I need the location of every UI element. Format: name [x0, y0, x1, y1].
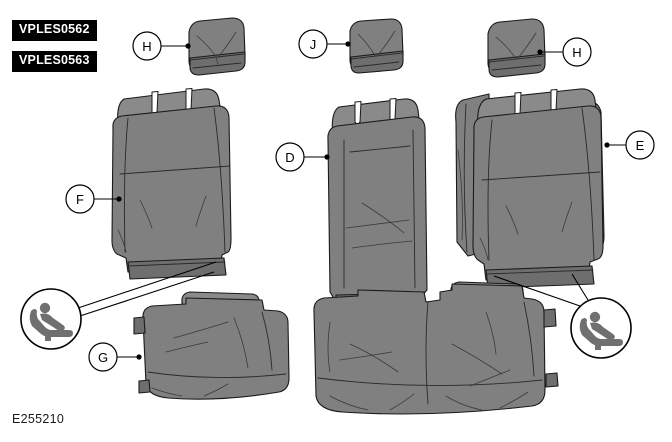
callout-bubble[interactable] — [88, 342, 118, 372]
figure-reference-code: E255210 — [12, 412, 65, 426]
part-number-badge-vples0563: VPLES0563 — [12, 51, 97, 72]
part-head-restraint-cover-right — [487, 18, 546, 78]
child-seat-icon-right — [570, 297, 632, 359]
part-head-restraint-cover-center — [349, 18, 404, 74]
callout-letter: J — [310, 37, 317, 52]
callout-d[interactable]: D — [275, 142, 330, 172]
callout-bubble[interactable] — [65, 184, 95, 214]
callout-bubble[interactable] — [275, 142, 305, 172]
callout-anchor-dot — [185, 43, 191, 49]
part-seat-back-cover-left — [111, 88, 232, 280]
part-number-badge-vples0562: VPLES0562 — [12, 20, 97, 41]
child-seat-pictogram — [579, 311, 623, 350]
leader-lines-child-seat-right — [493, 273, 589, 307]
callout-bubble[interactable] — [132, 31, 162, 61]
callout-j[interactable]: J — [298, 29, 351, 59]
callout-anchor-dot — [116, 196, 122, 202]
callout-bubble[interactable] — [562, 37, 592, 67]
callout-letter: H — [572, 45, 581, 60]
callout-letter: G — [98, 350, 108, 365]
part-seat-cushion-cover-left — [133, 291, 290, 400]
callout-bubble[interactable] — [625, 130, 655, 160]
callout-letter: E — [636, 138, 645, 153]
callout-anchor-dot — [604, 142, 610, 148]
callout-anchor-dot — [537, 49, 543, 55]
child-seat-icon-left — [20, 288, 82, 350]
part-seat-cushion-cover-bench — [313, 281, 559, 415]
child-seat-icon-layer — [20, 288, 632, 359]
callout-h-left[interactable]: H — [132, 31, 191, 61]
callout-letter: F — [76, 192, 84, 207]
child-seat-pictogram — [29, 302, 73, 341]
callout-bubble[interactable] — [298, 29, 328, 59]
part-seat-back-cover-right — [455, 88, 605, 289]
callout-anchor-dot — [345, 41, 351, 47]
callout-letter: H — [142, 39, 151, 54]
leader-lines-child-seat-left — [77, 261, 217, 317]
callout-letter: D — [285, 150, 294, 165]
callout-anchor-dot — [136, 354, 142, 360]
callout-layer: H J H D E F G — [65, 29, 655, 372]
callout-g[interactable]: G — [88, 342, 142, 372]
callout-f[interactable]: F — [65, 184, 122, 214]
callout-e[interactable]: E — [604, 130, 655, 160]
callout-anchor-dot — [324, 154, 330, 160]
part-head-restraint-cover-left — [188, 17, 246, 76]
callout-h-right[interactable]: H — [537, 37, 592, 67]
